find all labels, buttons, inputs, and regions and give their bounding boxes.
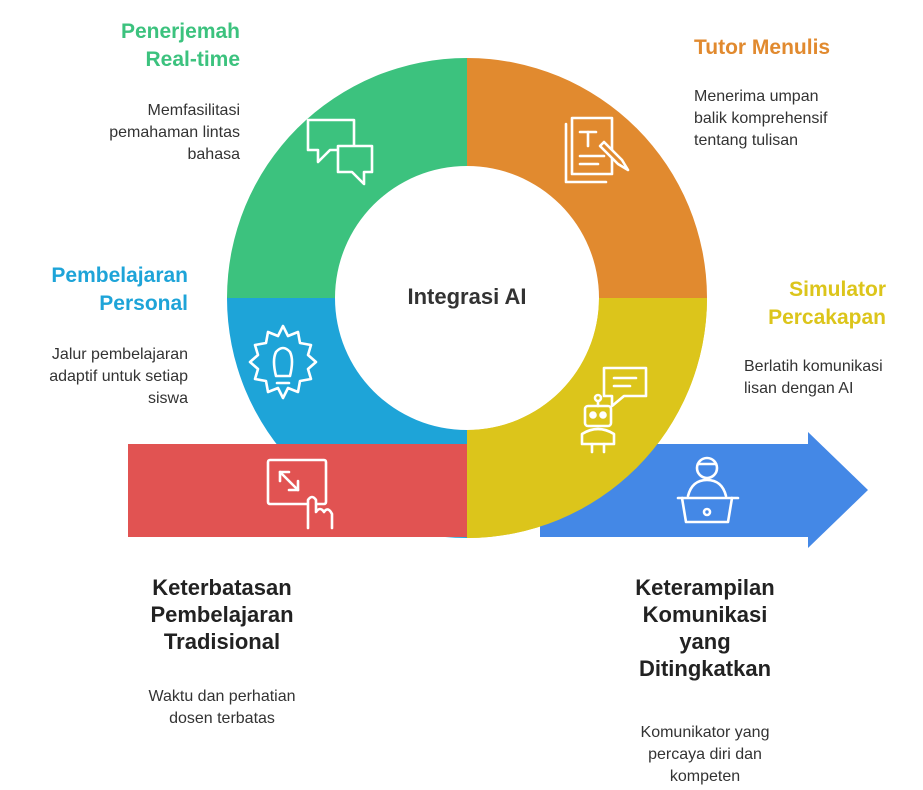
- traditional-limits-title: Keterbatasan Pembelajaran Tradisional: [150, 575, 294, 654]
- chat-bubbles-icon: [306, 118, 374, 186]
- conversation-sim-desc: Berlatih komunikasi lisan dengan AI: [744, 358, 883, 397]
- document-pen-icon: [564, 116, 630, 184]
- improved-skills-title: Keterampilan Komunikasi yang Ditingkatka…: [635, 575, 775, 681]
- improved-skills-desc: Komunikator yang percaya diri dan kompet…: [640, 724, 770, 785]
- writing-tutor-title: Tutor Menulis: [694, 36, 831, 59]
- robot-chat-icon: [580, 366, 648, 454]
- presenter-desk-icon: [676, 456, 740, 524]
- translator-segment: [227, 58, 467, 298]
- translator-title: Penerjemah Real-time: [120, 20, 240, 71]
- center-title: Integrasi AI: [407, 284, 527, 309]
- translator-desc: Memfasilitasi pemahaman lintas bahasa: [109, 102, 240, 163]
- writing-tutor-desc: Menerima umpan balik komprehensif tentan…: [694, 88, 828, 149]
- traditional-limits-desc: Waktu dan perhatian dosen terbatas: [148, 688, 296, 727]
- conversation-sim-overlap: [467, 298, 707, 538]
- personal-learning-title: Pembelajaran Personal: [51, 264, 188, 315]
- gear-bulb-icon: [248, 324, 318, 400]
- writing-tutor-segment: [467, 58, 707, 298]
- touch-screen-icon: [266, 458, 334, 530]
- conversation-sim-title: Simulator Percakapan: [768, 278, 886, 329]
- personal-learning-desc: Jalur pembelajaran adaptif untuk setiap …: [49, 346, 188, 407]
